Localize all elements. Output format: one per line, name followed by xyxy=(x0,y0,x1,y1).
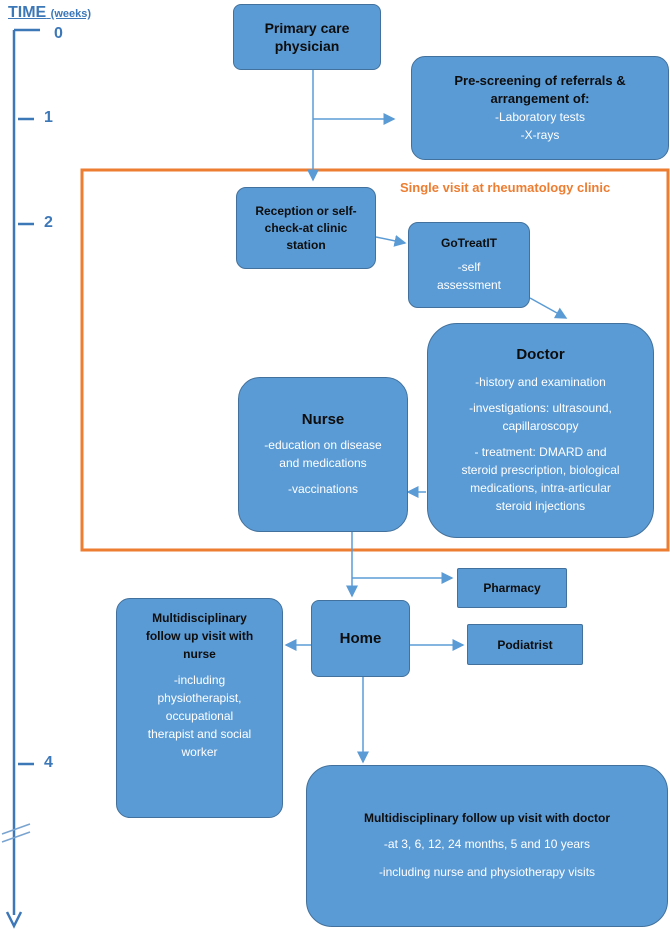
home-title: Home xyxy=(339,630,382,647)
mdt-nurse-line: therapist and social xyxy=(147,727,252,741)
nurse-title: Nurse xyxy=(301,411,345,428)
prescreening-line: -Laboratory tests xyxy=(494,110,586,124)
nurse-line: and medications xyxy=(279,456,367,470)
doctor-box: Doctor -history and examination -investi… xyxy=(427,323,654,538)
pharmacy-box: Pharmacy xyxy=(457,568,567,608)
doctor-line: medications, intra-articular xyxy=(470,481,611,495)
tick-label-1: 1 xyxy=(44,109,53,126)
timeline-title-text: TIME xyxy=(8,4,47,21)
axis-break-2 xyxy=(1,831,31,843)
tick-label-2: 2 xyxy=(44,214,53,231)
primary-care-box: Primary care physician xyxy=(233,4,381,70)
nurse-box: Nurse -education on disease and medicati… xyxy=(238,377,408,532)
tick-label-0: 0 xyxy=(54,25,63,42)
pharmacy-title: Pharmacy xyxy=(483,581,541,595)
gotreatit-box: GoTreatIT -self assessment xyxy=(408,222,530,308)
prescreening-box: Pre-screening of referrals & arrangement… xyxy=(411,56,669,160)
mdt-nurse-title: Multidisciplinary follow up visit with n… xyxy=(145,611,254,661)
mdt-nurse-line: physiotherapist, xyxy=(157,691,242,705)
clinic-frame xyxy=(80,168,670,552)
mdt-doctor-line: -at 3, 6, 12, 24 months, 5 and 10 years xyxy=(383,837,591,851)
podiatrist-box: Podiatrist xyxy=(467,624,583,665)
tick-label-4: 4 xyxy=(44,754,53,771)
gotreatit-line: assessment xyxy=(436,278,502,292)
timeline-unit: (weeks) xyxy=(50,8,92,20)
doctor-line: - treatment: DMARD and xyxy=(474,445,607,459)
connector-gotreatit-to-doctor xyxy=(529,297,568,319)
reception-box: Reception or self-check-at clinic statio… xyxy=(236,187,376,269)
podiatrist-title: Podiatrist xyxy=(497,637,553,652)
gotreatit-title: GoTreatIT xyxy=(440,236,497,250)
doctor-line: -history and examination xyxy=(475,375,606,389)
connector-reception-to-gotreatit xyxy=(375,234,407,247)
axis-break-1 xyxy=(1,823,31,835)
mdt-doctor-box: Multidisciplinary follow up visit with d… xyxy=(306,765,668,927)
primary-care-title: Primary care physician xyxy=(264,20,350,54)
mdt-nurse-line: worker xyxy=(181,745,218,759)
doctor-line: -investigations: ultrasound, xyxy=(469,401,612,415)
mdt-nurse-line: occupational xyxy=(165,709,234,723)
doctor-line: capillaroscopy xyxy=(502,419,579,433)
timeline-title: TIME (weeks) xyxy=(8,4,91,22)
clinic-label: Single visit at rheumatology clinic xyxy=(400,180,611,195)
nurse-line: -vaccinations xyxy=(287,482,359,496)
prescreening-title: Pre-screening of referrals & arrangement… xyxy=(454,73,626,106)
mdt-nurse-line: -including xyxy=(173,673,226,687)
home-box: Home xyxy=(311,600,410,677)
doctor-title: Doctor xyxy=(516,346,565,363)
prescreening-line: -X-rays xyxy=(520,128,560,142)
mdt-doctor-title: Multidisciplinary follow up visit with d… xyxy=(363,811,610,825)
doctor-line: steroid injections xyxy=(495,499,586,513)
mdt-nurse-box: Multidisciplinary follow up visit with n… xyxy=(116,598,283,818)
mdt-doctor-line: -including nurse and physiotherapy visit… xyxy=(378,865,596,879)
doctor-line: steroid prescription, biological xyxy=(461,463,620,477)
nurse-line: -education on disease xyxy=(264,438,382,452)
timeline-arrowhead xyxy=(5,911,23,929)
reception-title: Reception or self-check-at clinic statio… xyxy=(255,203,357,252)
gotreatit-line: -self xyxy=(457,260,481,274)
